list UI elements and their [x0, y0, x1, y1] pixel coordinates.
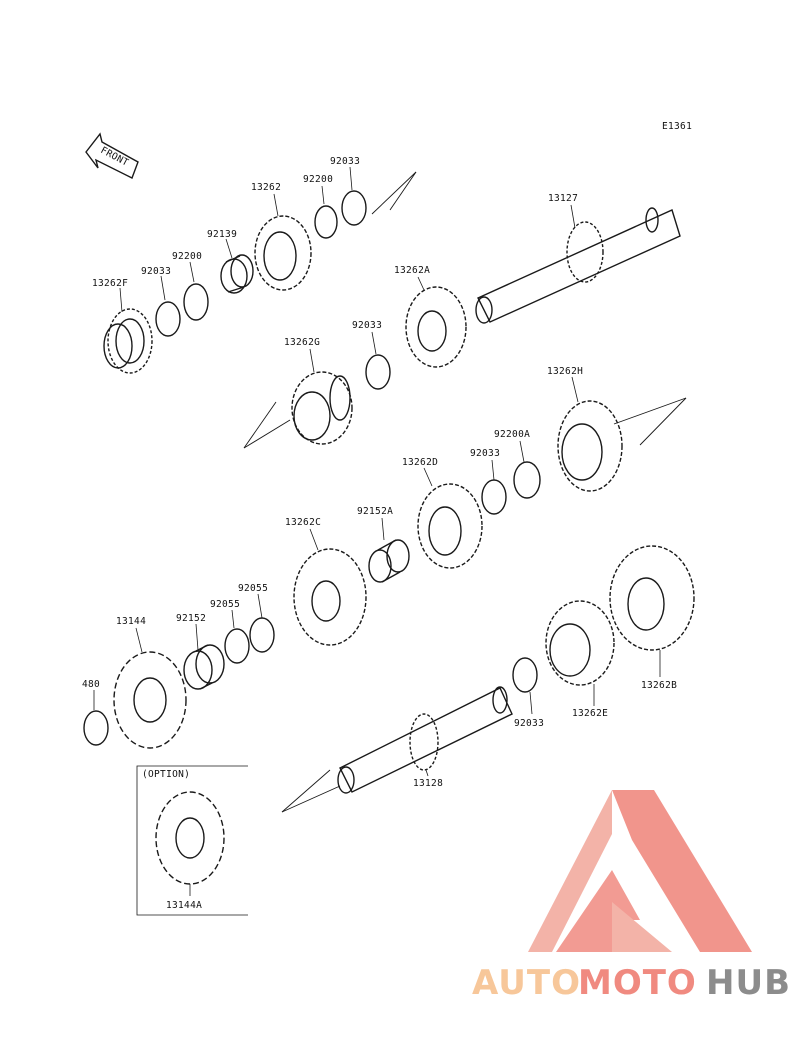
label-13144A: 13144A: [166, 900, 202, 911]
shaft-13128: [337, 686, 513, 794]
label-92033-b: 92033: [330, 156, 360, 167]
axis-lines: [243, 171, 687, 813]
label-13262D: 13262D: [402, 457, 438, 468]
label-92152: 92152: [176, 613, 206, 624]
option-label: (OPTION): [142, 769, 190, 780]
circlip-480: [83, 710, 109, 746]
gear-13262A: [405, 286, 467, 368]
gear-13262G: [291, 371, 353, 445]
label-13262C: 13262C: [285, 517, 321, 528]
label-13144: 13144: [116, 616, 146, 627]
label-92152A: 92152A: [357, 506, 393, 517]
ring-92033-e: [512, 657, 538, 693]
gear-13262C: [293, 548, 367, 646]
gear-13262D: [417, 483, 483, 569]
label-92200A: 92200A: [494, 429, 530, 440]
label-92139: 92139: [207, 229, 237, 240]
label-92033-e: 92033: [514, 718, 544, 729]
label-13262A: 13262A: [394, 265, 430, 276]
gear-13262B: [609, 545, 695, 651]
label-13262H: 13262H: [547, 366, 583, 377]
ring-92200-a: [183, 283, 209, 321]
label-92033-c: 92033: [352, 320, 382, 331]
gear-13262F: [103, 308, 153, 374]
ring-92033-a: [155, 301, 181, 337]
label-13127: 13127: [548, 193, 578, 204]
bushing-92152: [183, 644, 225, 690]
part-labels: 13262F 92033 92200 92139 13262 92200 920…: [82, 156, 677, 911]
ring-92200-b: [314, 205, 338, 239]
gear-13262E: [545, 600, 615, 686]
bearing-92139: [220, 254, 254, 294]
label-13262: 13262: [251, 182, 281, 193]
watermark-auto: AUTO: [472, 963, 581, 1003]
ring-92033-b: [341, 190, 367, 226]
label-13262E: 13262E: [572, 708, 608, 719]
ring-92033-c: [365, 354, 391, 390]
automotohub-logo: AUTO MOTO HUB: [472, 790, 791, 1003]
ring-92033-d: [481, 479, 507, 515]
label-92200-b: 92200: [303, 174, 333, 185]
label-13262F: 13262F: [92, 278, 128, 289]
shaft-13127: [475, 207, 681, 324]
label-13262B: 13262B: [641, 680, 677, 691]
label-13262G: 13262G: [284, 337, 320, 348]
ring-92200A: [513, 461, 541, 499]
label-92200-a: 92200: [172, 251, 202, 262]
ring-92055-a: [224, 628, 250, 664]
label-92033-d: 92033: [470, 448, 500, 459]
watermark-moto: MOTO: [578, 963, 697, 1003]
gear-13262H: [557, 400, 623, 492]
sprocket-13144: [113, 651, 187, 749]
front-arrow-icon: FRONT: [85, 132, 139, 179]
label-480: 480: [82, 679, 100, 690]
diagram-code: E1361: [662, 121, 692, 132]
bushing-92152A: [368, 539, 410, 583]
label-92055-a: 92055: [210, 599, 240, 610]
sprocket-13144A: [155, 791, 225, 885]
ring-92055-b: [249, 617, 275, 653]
label-92055-b: 92055: [238, 583, 268, 594]
gear-13262: [254, 215, 312, 291]
leader-lines: [93, 166, 661, 896]
label-13128: 13128: [413, 778, 443, 789]
option-box: (OPTION): [136, 765, 248, 916]
label-92033-a: 92033: [141, 266, 171, 277]
watermark-hub: HUB: [706, 963, 791, 1003]
